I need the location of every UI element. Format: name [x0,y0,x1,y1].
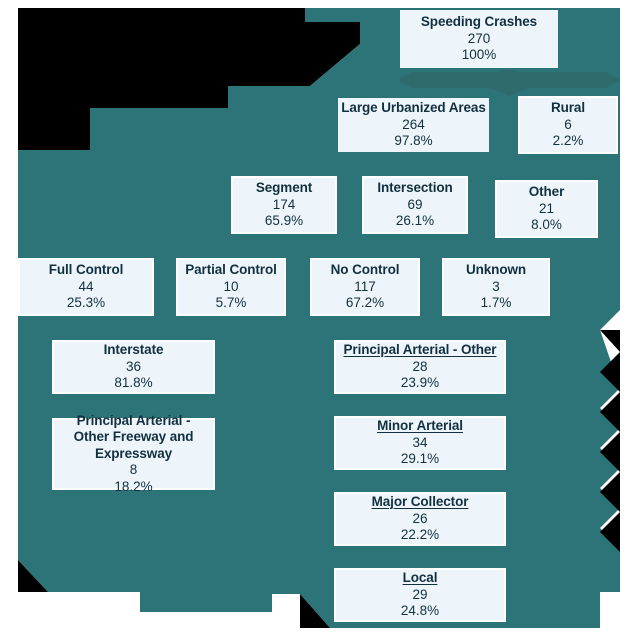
node-speeding-crashes[interactable]: Speeding Crashes 270 100% [398,8,560,70]
node-title: Minor Arterial [377,418,463,434]
node-title: Unknown [465,262,527,278]
node-rural[interactable]: Rural 6 2.2% [518,96,618,154]
node-title: Other [528,184,565,200]
node-intersection[interactable]: Intersection 69 26.1% [362,176,468,234]
node-title: Partial Control [185,262,277,278]
node-title: Principal Arterial - Other Freeway and E… [73,412,194,461]
node-major-collector[interactable]: Major Collector 26 22.2% [334,492,506,546]
node-percent: 65.9% [264,213,304,229]
node-percent: 5.7% [215,295,247,311]
node-percent: 8.0% [531,217,562,233]
node-title: No Control [330,262,400,278]
mask-polygon-right [600,330,620,552]
node-no-control[interactable]: No Control 117 67.2% [310,258,420,316]
mask-polygon-top-left [18,8,360,150]
node-title: Segment [255,180,313,196]
node-local[interactable]: Local 29 24.8% [334,568,506,622]
node-interstate[interactable]: Interstate 36 81.8% [52,340,215,394]
node-title: Intersection [377,180,453,196]
node-principal-arterial-other[interactable]: Principal Arterial - Other 28 23.9% [334,340,506,394]
mask-polygon-bottom-middle [300,594,330,628]
node-count: 34 [412,434,428,450]
node-other[interactable]: Other 21 8.0% [495,180,598,238]
node-percent: 23.9% [400,375,440,391]
node-count: 8 [129,462,138,478]
node-count: 29 [412,586,428,602]
node-percent: 22.2% [400,527,440,543]
node-percent: 81.8% [114,375,153,391]
node-title: Speeding Crashes [420,14,538,30]
node-minor-arterial[interactable]: Minor Arterial 34 29.1% [334,416,506,470]
node-title: Local [402,570,438,586]
mask-polygon-bottom-left [18,560,48,592]
node-percent: 24.8% [400,603,440,619]
connector-arrow [398,70,620,96]
node-percent: 29.1% [400,451,440,467]
node-partial-control[interactable]: Partial Control 10 5.7% [176,258,286,316]
node-count: 69 [407,196,423,212]
node-count: 36 [125,358,142,374]
node-title: Major Collector [371,494,469,510]
node-percent: 25.3% [66,295,106,311]
node-segment[interactable]: Segment 174 65.9% [231,176,337,234]
node-count: 270 [467,30,491,46]
node-count: 26 [412,510,428,526]
node-count: 174 [272,196,296,212]
node-percent: 100% [461,47,497,63]
node-percent: 97.8% [394,133,433,149]
node-count: 6 [564,116,572,132]
node-unknown[interactable]: Unknown 3 1.7% [442,258,550,316]
node-percent: 26.1% [395,213,435,229]
node-count: 117 [354,278,376,294]
node-count: 28 [412,358,428,374]
node-count: 264 [402,116,425,132]
node-percent: 18.2% [114,478,153,494]
node-title: Rural [550,100,585,116]
node-title: Full Control [48,262,124,278]
node-count: 44 [78,278,94,294]
node-count: 21 [538,200,555,216]
node-count: 3 [492,278,500,294]
node-large-urbanized-areas[interactable]: Large Urbanized Areas 264 97.8% [336,96,491,154]
node-principal-arterial-other-freeway-and-expressway[interactable]: Principal Arterial - Other Freeway and E… [52,413,215,494]
node-count: 10 [223,278,239,294]
node-full-control[interactable]: Full Control 44 25.3% [18,258,154,316]
node-title: Interstate [103,342,164,358]
node-title: Principal Arterial - Other [343,342,497,358]
node-percent: 2.2% [552,133,584,149]
node-percent: 67.2% [345,295,385,311]
node-title: Large Urbanized Areas [341,100,486,116]
node-percent: 1.7% [480,295,512,311]
